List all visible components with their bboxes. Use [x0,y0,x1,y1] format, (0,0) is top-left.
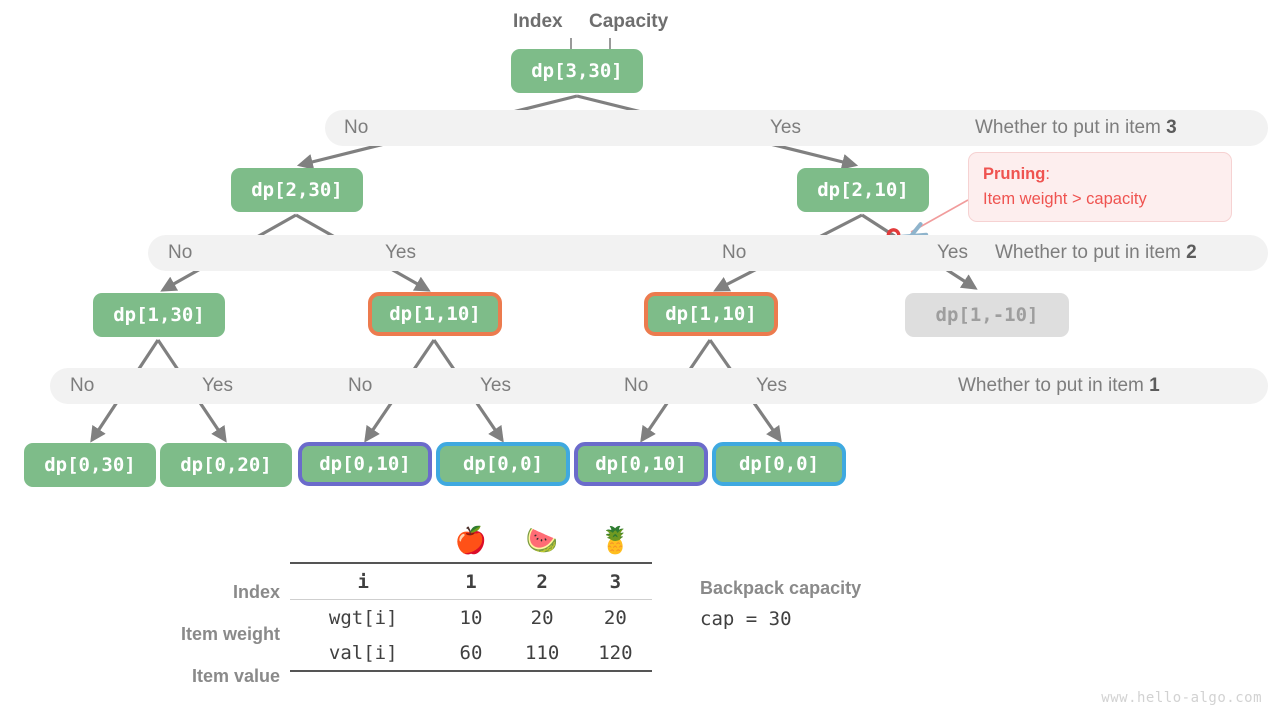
cell-index-key: i [290,562,437,600]
emoji-spacer [290,520,436,563]
pruning-callout: Pruning: Item weight > capacity [968,152,1232,222]
tree-leaf-dp-0-10-a[interactable]: dp[0,10] [298,442,432,486]
tree-leaf-dp-0-0-b[interactable]: dp[0,0] [712,442,846,486]
level-title-item2-num: 2 [1186,242,1197,263]
table-row-weight: wgt[i] 10 20 20 [290,600,652,636]
tree-node-dp-2-30[interactable]: dp[2,30] [231,168,363,212]
backpack-capacity-note: Backpack capacity cap = 30 [700,578,861,630]
branch-label-l2-no-b: No [722,242,747,263]
tree-node-dp-1-30[interactable]: dp[1,30] [93,293,225,337]
table-row-headers: Index Item weight Item value [110,520,280,700]
level-title-item2-text: Whether to put in item [995,242,1187,263]
table-row-value: val[i] 60 110 120 [290,635,652,672]
level-title-item1-text: Whether to put in item [958,375,1150,396]
cell-val-1: 60 [436,635,506,672]
level-bar-item3 [325,110,1268,146]
items-table-wrapper: 🍎 🍉 🍍 i 1 2 3 wgt[i] 10 20 20 val[i] 60 … [290,520,652,672]
branch-label-l2-yes-a: Yes [385,242,416,263]
table-row-index: i 1 2 3 [290,562,652,600]
capacity-tick [609,38,611,54]
level-title-item1-num: 1 [1149,375,1160,396]
branch-label-l2-yes-b: Yes [937,242,968,263]
tree-leaf-dp-0-20[interactable]: dp[0,20] [160,443,292,487]
items-table: 🍎 🍉 🍍 i 1 2 3 wgt[i] 10 20 20 val[i] 60 … [290,520,652,672]
branch-label-l3-no-c: No [624,375,649,396]
tree-node-dp-1-10-left[interactable]: dp[1,10] [368,292,502,336]
pruning-colon: : [1045,165,1050,183]
capacity-note-value: cap = 30 [700,608,792,630]
cell-val-2: 110 [505,635,579,672]
index-annotation: Index [513,11,563,32]
branch-label-l1-no: No [344,117,369,138]
tree-leaf-dp-0-0-a[interactable]: dp[0,0] [436,442,570,486]
watermelon-icon: 🍉 [525,526,559,556]
pineapple-icon: 🍍 [599,526,632,556]
index-tick [570,38,572,54]
cell-wgt-1: 10 [459,606,483,629]
tree-node-dp-1-neg10: dp[1,-10] [905,293,1069,337]
row-header-item-value: Item value [191,666,280,686]
branch-label-l1-yes: Yes [770,117,801,138]
branch-label-l3-no-a: No [70,375,95,396]
tree-node-dp-2-10[interactable]: dp[2,10] [797,168,929,212]
cell-index-2: 2 [505,562,579,600]
cell-index-1: 1 [436,562,506,600]
cell-val-3: 120 [578,635,652,672]
pruning-reason: Item weight > capacity [983,190,1147,208]
cell-val-key: val[i] [290,635,437,672]
cell-wgt-3: 20 [603,606,627,629]
pruning-title: Pruning [983,165,1046,183]
branch-label-l3-no-b: No [348,375,373,396]
watermark: www.hello-algo.com [1101,690,1262,706]
level-bar-item2 [148,235,1268,271]
row-header-index: Index [232,582,280,602]
branch-label-l3-yes-b: Yes [480,375,511,396]
tree-node-dp-1-10-right[interactable]: dp[1,10] [644,292,778,336]
table-emoji-row: 🍎 🍉 🍍 [290,520,652,563]
tree-node-dp-3-30[interactable]: dp[3,30] [511,49,643,93]
level-title-item3: Whether to put in item 3 [975,110,1177,146]
capacity-annotation: Capacity [589,11,669,32]
cell-index-3: 3 [578,562,652,600]
cell-wgt-2: 20 [530,606,554,629]
level-title-item1: Whether to put in item 1 [958,368,1160,404]
tree-leaf-dp-0-30[interactable]: dp[0,30] [24,443,156,487]
capacity-note-title: Backpack capacity [700,578,862,598]
level-bar-item1 [50,368,1268,404]
apple-icon: 🍎 [454,526,488,556]
level-title-item3-num: 3 [1166,117,1177,138]
level-title-item3-text: Whether to put in item [975,117,1167,138]
row-header-item-weight: Item weight [180,624,280,644]
cell-wgt-key: wgt[i] [328,606,398,629]
tree-leaf-dp-0-10-b[interactable]: dp[0,10] [574,442,708,486]
branch-label-l3-yes-c: Yes [756,375,787,396]
branch-label-l3-yes-a: Yes [202,375,233,396]
branch-label-l2-no-a: No [168,242,193,263]
level-title-item2: Whether to put in item 2 [995,235,1197,271]
pruning-title-line: Pruning: [983,162,1217,187]
